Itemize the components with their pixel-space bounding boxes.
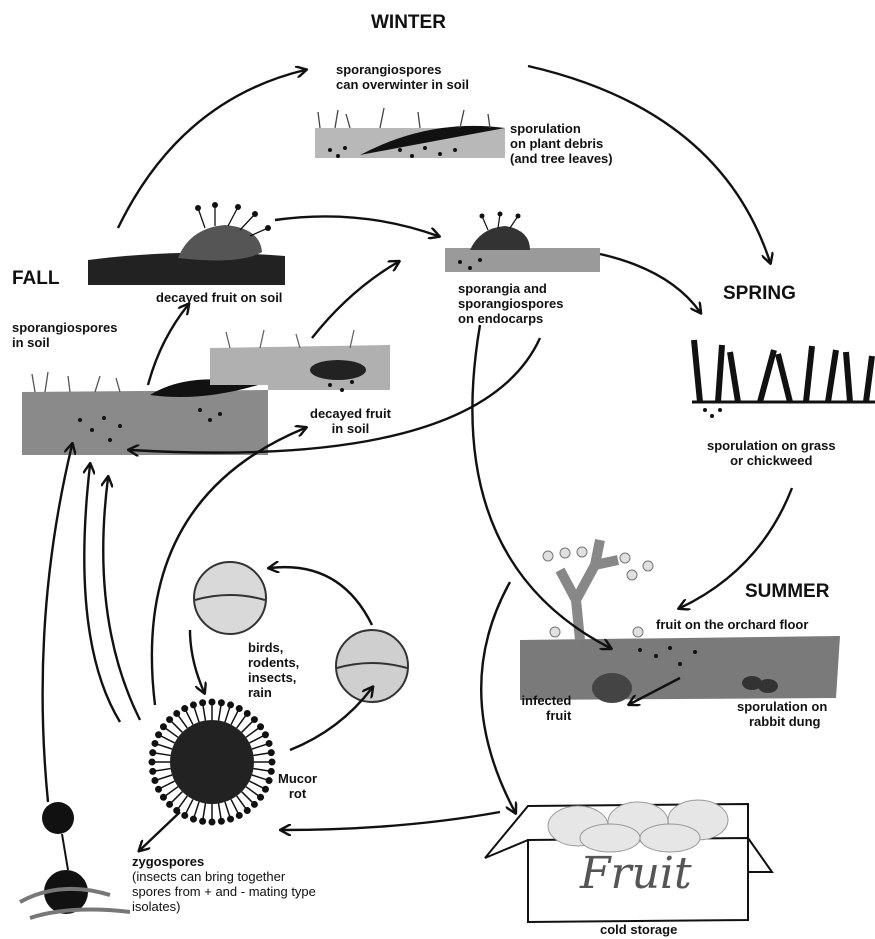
sporangium-head: [166, 801, 173, 808]
sporangium-head: [209, 819, 216, 826]
sporangium-head: [227, 701, 234, 708]
overwinter-line-2: can overwinter in soil: [336, 77, 469, 92]
grass-line-1: sporulation on grass: [707, 438, 836, 453]
sporangium-head: [266, 777, 273, 784]
endocarps-line-3: on endocarps: [458, 311, 563, 326]
sporangium-head: [199, 818, 206, 825]
vectors-line-3: insects,: [248, 670, 299, 685]
season-summer: SUMMER: [745, 581, 829, 603]
spores-in-soil-label: sporangiospores in soil: [12, 320, 117, 350]
sporangium-head: [160, 794, 167, 801]
infected-fruit-label: infected fruit: [516, 693, 571, 723]
sporangium-head: [262, 731, 269, 738]
sporangium-head: [173, 710, 180, 717]
sporangium-head: [244, 807, 251, 814]
sporangium-head: [181, 812, 188, 819]
sporangium-head: [199, 699, 206, 706]
sporangium-head: [209, 699, 216, 706]
sporangium-head: [227, 816, 234, 823]
sporangium-head: [218, 699, 225, 706]
mucor-rot-label: Mucor rot: [278, 771, 317, 801]
decayed-fruit-on-soil-scene: [88, 202, 285, 285]
infected-line-2: fruit: [516, 708, 571, 723]
spores-in-soil-line-2: in soil: [12, 335, 117, 350]
season-winter: WINTER: [371, 12, 446, 34]
overwinter-label: sporangiospores can overwinter in soil: [336, 62, 469, 92]
sporangium-head: [244, 710, 251, 717]
season-fall: FALL: [12, 268, 60, 290]
sporangium-head: [269, 759, 276, 766]
sporangium-head: [151, 740, 158, 747]
sporangium-head: [160, 723, 167, 730]
infected-line-1: infected: [516, 693, 571, 708]
sporangium-head: [236, 705, 243, 712]
grass-label: sporulation on grass or chickweed: [707, 438, 836, 468]
orchard-floor-label: fruit on the orchard floor: [656, 617, 808, 632]
vectors-label: birds, rodents, insects, rain: [248, 640, 299, 700]
mucor-sporangium: [149, 699, 276, 826]
vectors-line-1: birds,: [248, 640, 299, 655]
endocarps-line-1: sporangia and: [458, 281, 563, 296]
sporangium-head: [181, 705, 188, 712]
sporangium-head: [190, 816, 197, 823]
sporangium-head: [257, 723, 264, 730]
endocarps-scene: [445, 212, 600, 273]
winter-debris-scene: [315, 108, 505, 158]
mucor-core: [170, 720, 254, 804]
sporangium-head: [149, 759, 156, 766]
fruit-halves: [194, 562, 408, 702]
sporangium-head: [149, 768, 156, 775]
decayed-in-soil-line-1: decayed fruit: [310, 406, 391, 421]
grass-scene: [692, 340, 875, 418]
debris-label: sporulation on plant debris (and tree le…: [510, 121, 613, 166]
zygo-line-3: isolates): [132, 899, 316, 914]
decayed-fruit-in-soil-label: decayed fruit in soil: [310, 406, 391, 436]
debris-line-1: sporulation: [510, 121, 613, 136]
cycle-arrows: [43, 66, 792, 850]
mucor-line-1: Mucor: [278, 771, 317, 786]
sporangium-head: [251, 801, 258, 808]
sporangium-head: [268, 749, 275, 756]
debris-line-3: (and tree leaves): [510, 151, 613, 166]
sporangium-head: [236, 812, 243, 819]
sporangium-head: [268, 768, 275, 775]
sporangium-head: [166, 716, 173, 723]
dung-line-2: rabbit dung: [737, 714, 827, 729]
sporangium-head: [190, 701, 197, 708]
cold-storage-label: cold storage: [600, 922, 677, 937]
sporangium-head: [151, 777, 158, 784]
sporangium-head: [266, 740, 273, 747]
endocarps-label: sporangia and sporangiospores on endocar…: [458, 281, 563, 326]
vectors-line-4: rain: [248, 685, 299, 700]
sporangium-head: [155, 731, 162, 738]
sporangium-head: [251, 716, 258, 723]
box-fruit-script: Fruit: [580, 848, 692, 899]
zygospores-label: zygospores (insects can bring together s…: [132, 854, 316, 914]
sporangium-head: [262, 786, 269, 793]
decayed-in-soil-line-2: in soil: [310, 421, 391, 436]
decayed-fruit-on-soil-label: decayed fruit on soil: [156, 290, 282, 305]
zygo-title: zygospores: [132, 854, 316, 869]
sporangium-head: [257, 794, 264, 801]
debris-line-2: on plant debris: [510, 136, 613, 151]
decayed-fruit-in-soil-scene: [210, 330, 390, 392]
zygo-line-1: (insects can bring together: [132, 869, 316, 884]
season-spring: SPRING: [723, 283, 796, 305]
overwinter-line-1: sporangiospores: [336, 62, 469, 77]
sporangium-head: [155, 786, 162, 793]
zygospore-illustration: [20, 802, 130, 918]
vectors-line-2: rodents,: [248, 655, 299, 670]
endocarps-line-2: sporangiospores: [458, 296, 563, 311]
dung-label: sporulation on rabbit dung: [737, 699, 827, 729]
sporangium-head: [149, 749, 156, 756]
grass-line-2: or chickweed: [707, 453, 836, 468]
mucor-line-2: rot: [278, 786, 317, 801]
zygo-line-2: spores from + and - mating type: [132, 884, 316, 899]
dung-line-1: sporulation on: [737, 699, 827, 714]
spores-in-soil-line-1: sporangiospores: [12, 320, 117, 335]
sporangium-head: [218, 818, 225, 825]
